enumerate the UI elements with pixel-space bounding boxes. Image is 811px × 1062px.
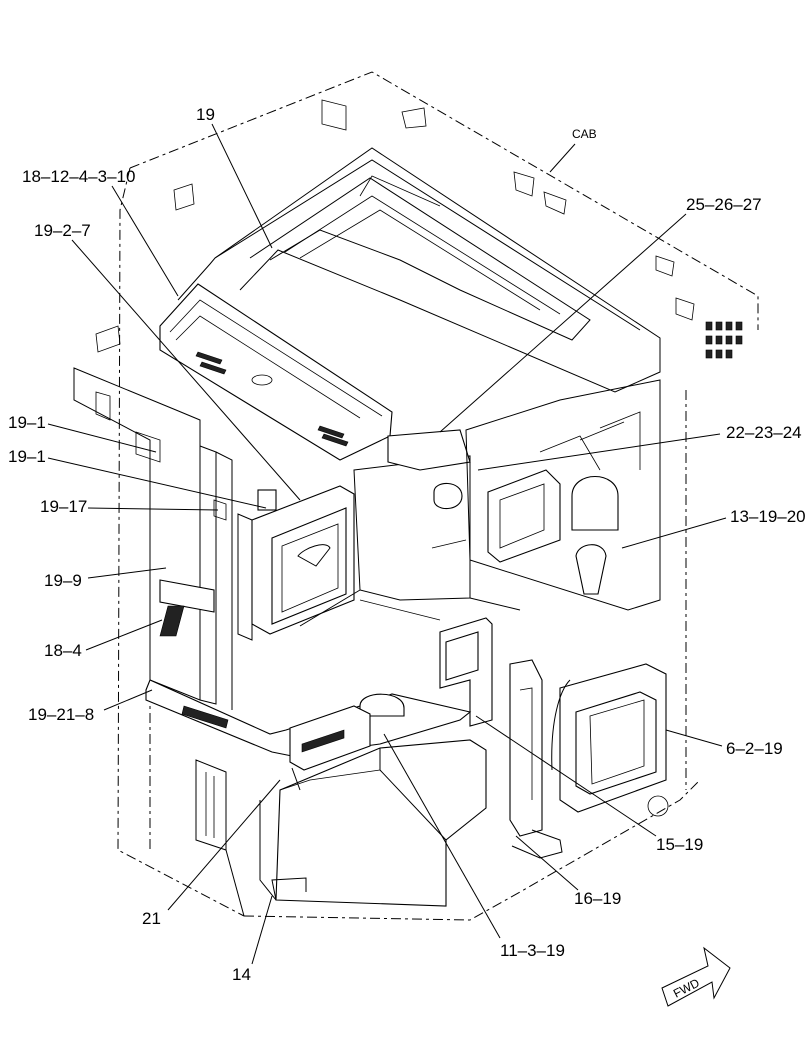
rear-wall: [299, 429, 521, 627]
lower-left-panel: [195, 759, 245, 917]
roof-vent-grid: [705, 321, 743, 359]
callout-18-12-4-3-10: 18–12–4–3–10: [22, 167, 135, 186]
callout-11-3-19: 11–3–19: [500, 941, 565, 960]
right-lower-control-box: [559, 663, 669, 817]
callout-15-19: 15–19: [656, 835, 703, 854]
right-vertical-panels: [509, 659, 571, 859]
callout-19-1-lower: 19–1: [8, 447, 46, 466]
callout-19-9: 19–9: [44, 571, 82, 590]
roof-assembly: [95, 99, 743, 393]
callout-21: 21: [142, 909, 161, 928]
cab-label: CAB: [572, 127, 597, 141]
callout-19-1-upper: 19–1: [8, 413, 46, 432]
callout-18-4: 18–4: [44, 641, 82, 660]
fwd-label: FWD: [671, 976, 702, 1001]
callout-19-top: 19: [196, 105, 215, 124]
upper-left-trim-panel: [159, 283, 393, 461]
callout-19-21-8: 19–21–8: [28, 705, 94, 724]
callout-labels: 19 18–12–4–3–10 19–2–7 25–26–27 19–1 19–…: [8, 105, 806, 984]
callout-22-23-24: 22–23–24: [726, 423, 802, 442]
callout-19-17: 19–17: [40, 497, 87, 516]
callout-13-19-20: 13–19–20: [730, 507, 806, 526]
floor-plate: [145, 679, 472, 771]
callout-25-26-27: 25–26–27: [686, 195, 762, 214]
forward-arrow-icon: FWD: [661, 946, 731, 1007]
right-control-panel: [465, 379, 661, 611]
right-mid-bracket: [439, 617, 493, 727]
callout-16-19: 16–19: [574, 889, 621, 908]
callout-19-2-7: 19–2–7: [34, 221, 91, 240]
left-console-block: [237, 485, 355, 641]
callout-14: 14: [232, 965, 251, 984]
leader-lines: [47, 123, 727, 965]
left-pillar-panel: [73, 367, 233, 710]
center-lower-housing: [259, 739, 487, 907]
callout-6-2-19: 6–2–19: [726, 739, 783, 758]
